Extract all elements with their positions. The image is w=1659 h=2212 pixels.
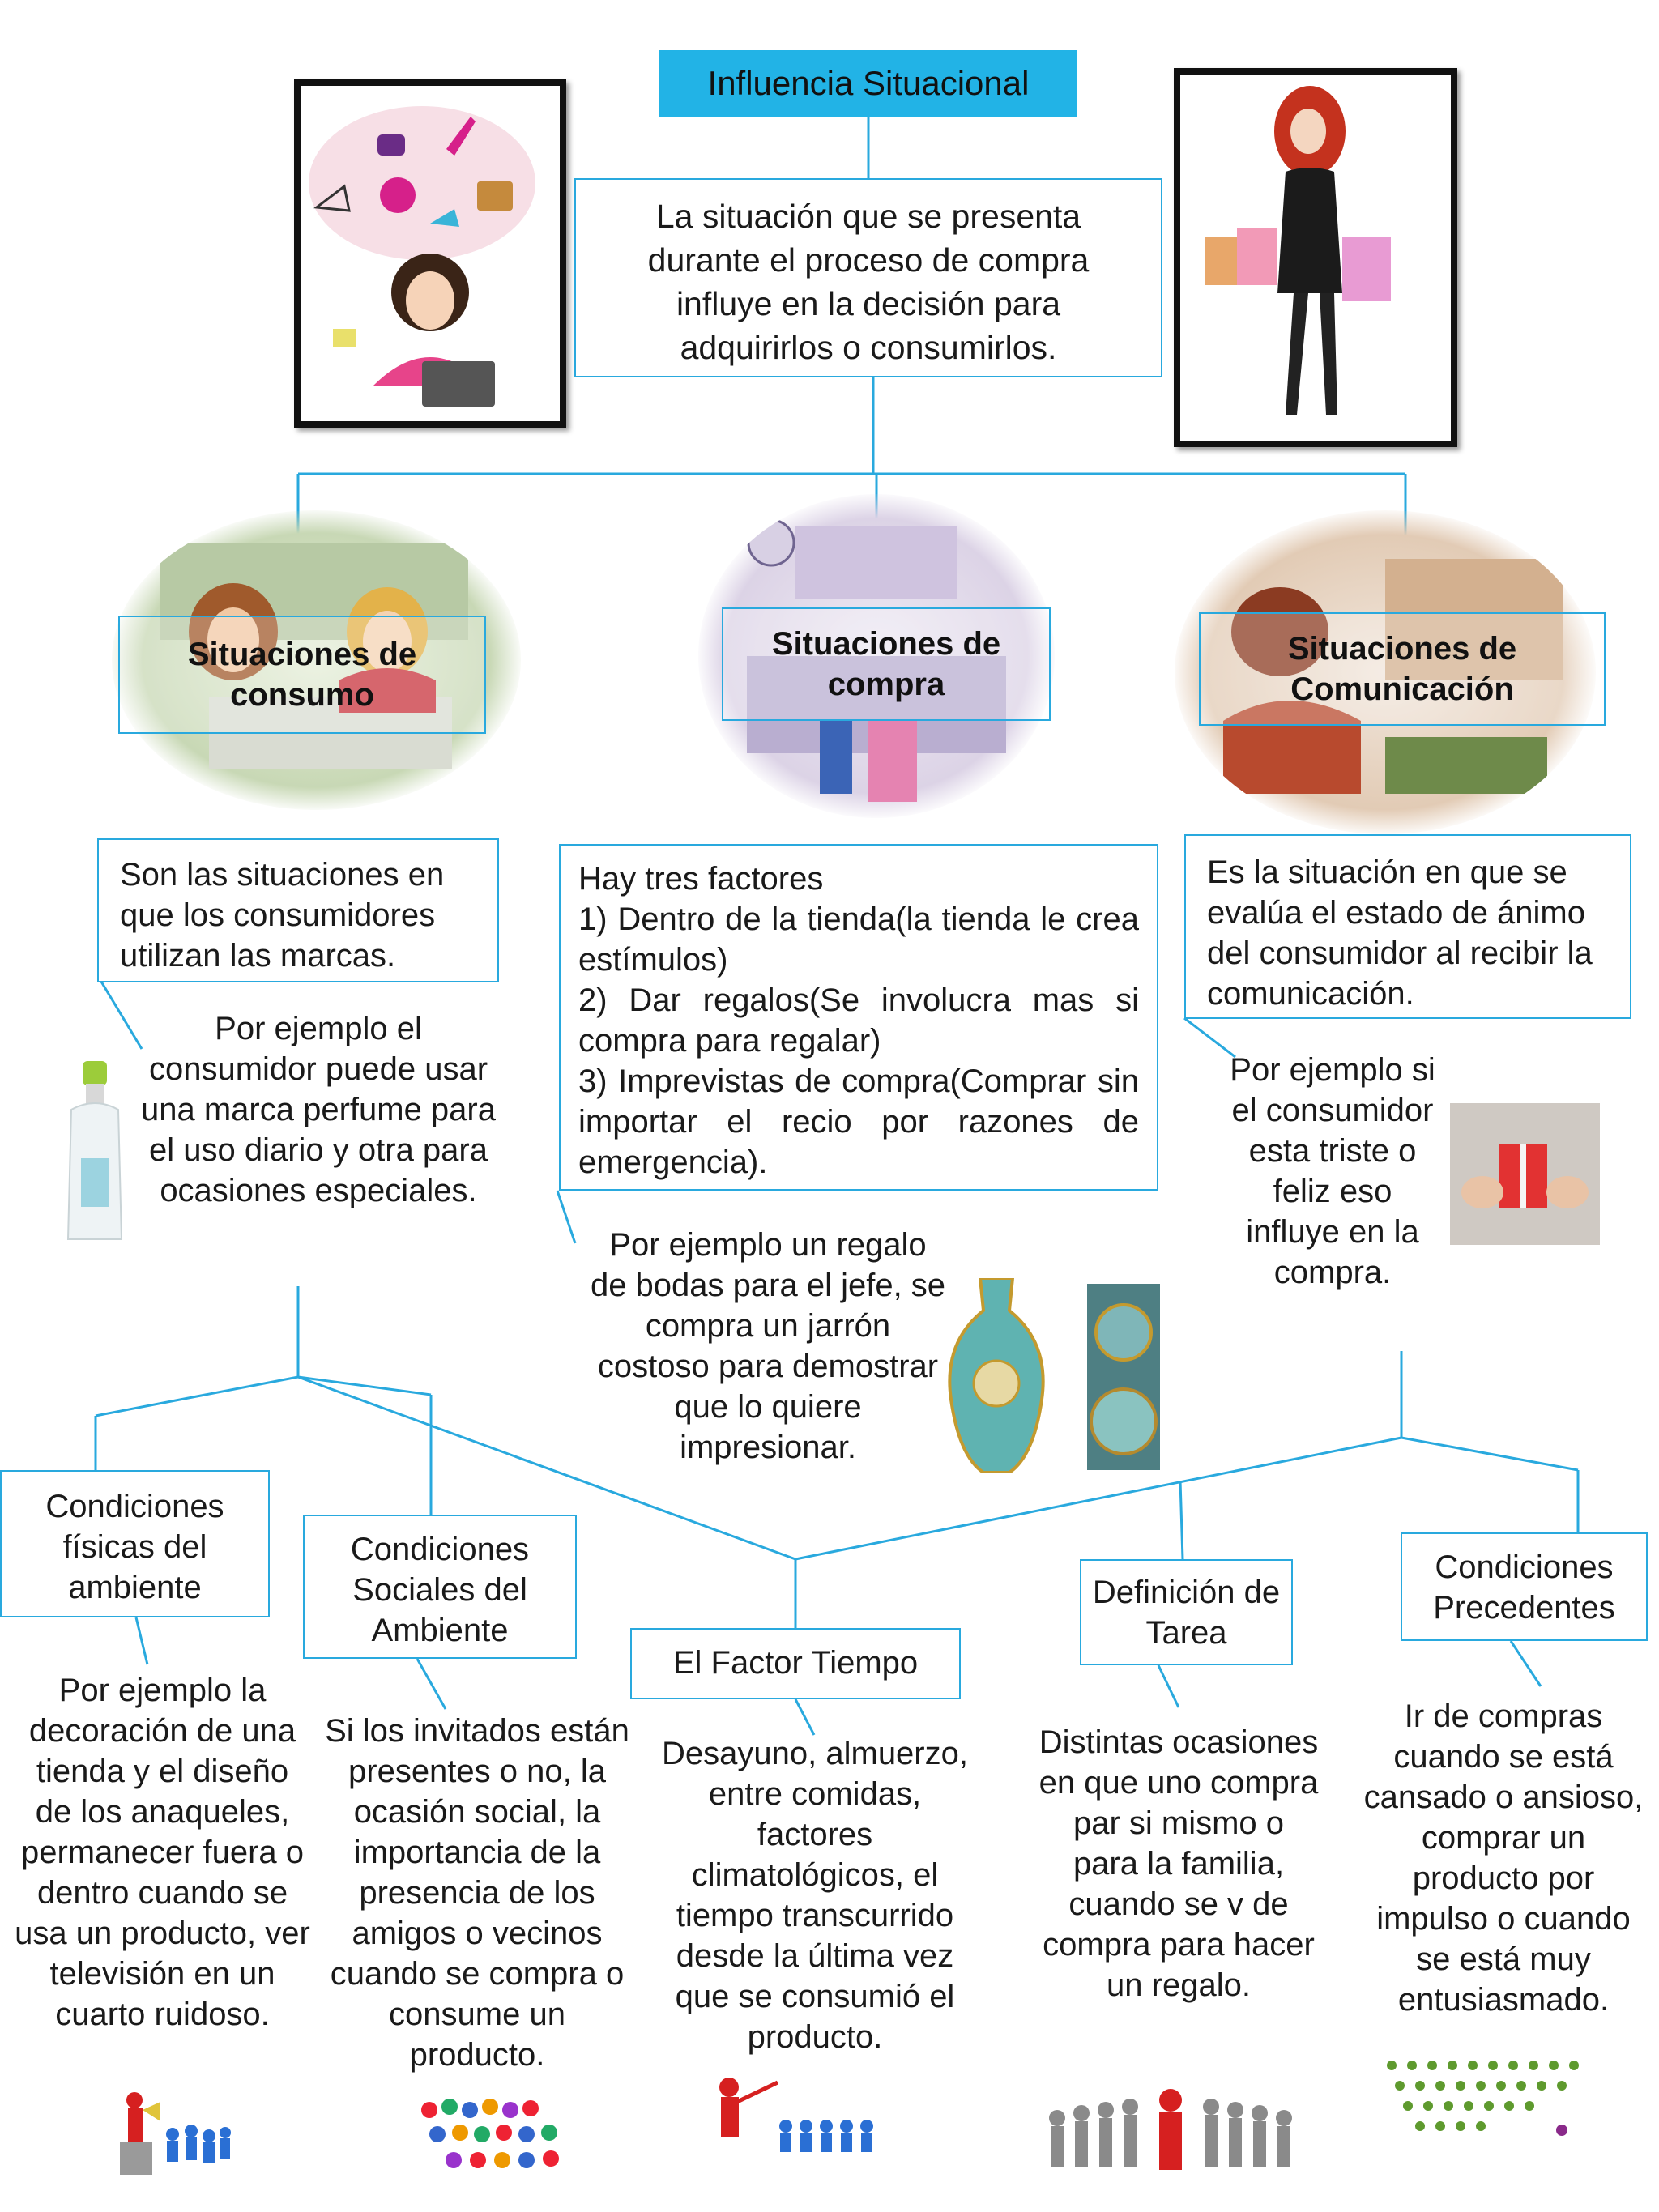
situation-label-consumo: Situaciones de consumo (118, 616, 486, 734)
leader-megaphone-image (96, 2086, 233, 2175)
situation-label-text: Situaciones de consumo (187, 637, 417, 713)
communication-scene-image (1175, 510, 1596, 834)
factors-intro: Hay tres factores (578, 861, 824, 897)
tiempo-example: Desayuno, almuerzo, entre comidas, facto… (648, 1733, 982, 2057)
sociales-example: Si los invitados están presentes o no, l… (318, 1711, 637, 2075)
condition-label: Condiciones físicas del ambiente (45, 1489, 224, 1605)
consumo-description: Son las situaciones en que los consumido… (120, 857, 445, 974)
consumption-scene-image (112, 510, 521, 810)
comunicacion-description-box: Es la situación en que se evalúa el esta… (1184, 834, 1631, 1019)
tiempo-example-text: Desayuno, almuerzo, entre comidas, facto… (662, 1736, 968, 2055)
situation-label-text: Situaciones de Comunicación (1287, 631, 1517, 707)
definition-box: La situación que se presenta durante el … (574, 178, 1162, 377)
consumo-example: Por ejemplo el consumidor puede usar una… (136, 1008, 501, 1211)
perfume-bottle-image (63, 1061, 126, 1246)
precedentes-example: Ir de compras cuando se está cansado o a… (1361, 1696, 1646, 2020)
consumo-description-box: Son las situaciones en que los consumido… (97, 838, 499, 982)
compra-description-box: Hay tres factores 1) Dentro de la tienda… (559, 844, 1158, 1191)
factor-item: 2) Dar regalos(Se involucra mas si compr… (578, 982, 1139, 1059)
shopping-scene-image (698, 494, 1055, 818)
title: Influencia Situacional (707, 64, 1030, 102)
fisicas-example: Por ejemplo la decoración de una tienda … (15, 1670, 310, 2035)
condition-label: Definición de Tarea (1092, 1575, 1281, 1651)
condition-box-tarea: Definición de Tarea (1080, 1559, 1293, 1665)
presenter-image (705, 2069, 883, 2159)
fisicas-example-text: Por ejemplo la decoración de una tienda … (15, 1673, 310, 2032)
different-direction-image (1375, 2049, 1602, 2154)
comunicacion-example-text: Por ejemplo si el consumidor esta triste… (1230, 1052, 1435, 1290)
tarea-example-text: Distintas ocasiones en que uno compra pa… (1038, 1724, 1319, 2003)
situation-label-text: Situaciones de compra (771, 626, 1001, 702)
standout-person-image (1041, 2086, 1308, 2175)
factor-item: 1) Dentro de la tienda(la tienda le crea… (578, 901, 1139, 978)
comunicacion-example: Por ejemplo si el consumidor esta triste… (1227, 1050, 1438, 1293)
vase-image (940, 1276, 1053, 1474)
comunicacion-description: Es la situación en que se evalúa el esta… (1207, 855, 1593, 1012)
definition-text: La situación que se presenta durante el … (647, 198, 1090, 366)
situation-label-comunicacion: Situaciones de Comunicación (1199, 612, 1606, 726)
condition-box-precedentes: Condiciones Precedentes (1401, 1532, 1648, 1641)
compra-example-text: Por ejemplo un regalo de bodas para el j… (590, 1227, 946, 1465)
sociales-example-text: Si los invitados están presentes o no, l… (325, 1713, 629, 2073)
compra-example: Por ejemplo un regalo de bodas para el j… (590, 1225, 946, 1468)
condition-label: Condiciones Sociales del Ambiente (350, 1532, 530, 1648)
woman-thinking-image (294, 79, 566, 428)
consumo-example-text: Por ejemplo el consumidor puede usar una… (140, 1011, 496, 1208)
gift-image (1450, 1103, 1600, 1245)
condition-box-fisicas: Condiciones físicas del ambiente (0, 1470, 270, 1617)
tarea-example: Distintas ocasiones en que uno compra pa… (1037, 1722, 1320, 2005)
condition-label: El Factor Tiempo (672, 1645, 919, 1681)
precedentes-example-text: Ir de compras cuando se está cansado o a… (1363, 1698, 1644, 2018)
factor-item: 3) Imprevistas de compra(Comprar sin imp… (578, 1063, 1139, 1180)
woman-shopping-image (1174, 68, 1457, 447)
condition-box-sociales: Condiciones Sociales del Ambiente (303, 1515, 577, 1659)
title-box: Influencia Situacional (659, 50, 1077, 117)
crowd-image (405, 2086, 575, 2179)
condition-label: Condiciones Precedentes (1433, 1549, 1615, 1626)
situation-label-compra: Situaciones de compra (722, 607, 1051, 721)
condition-box-tiempo: El Factor Tiempo (630, 1628, 961, 1699)
vase-detail-image (1087, 1284, 1160, 1470)
